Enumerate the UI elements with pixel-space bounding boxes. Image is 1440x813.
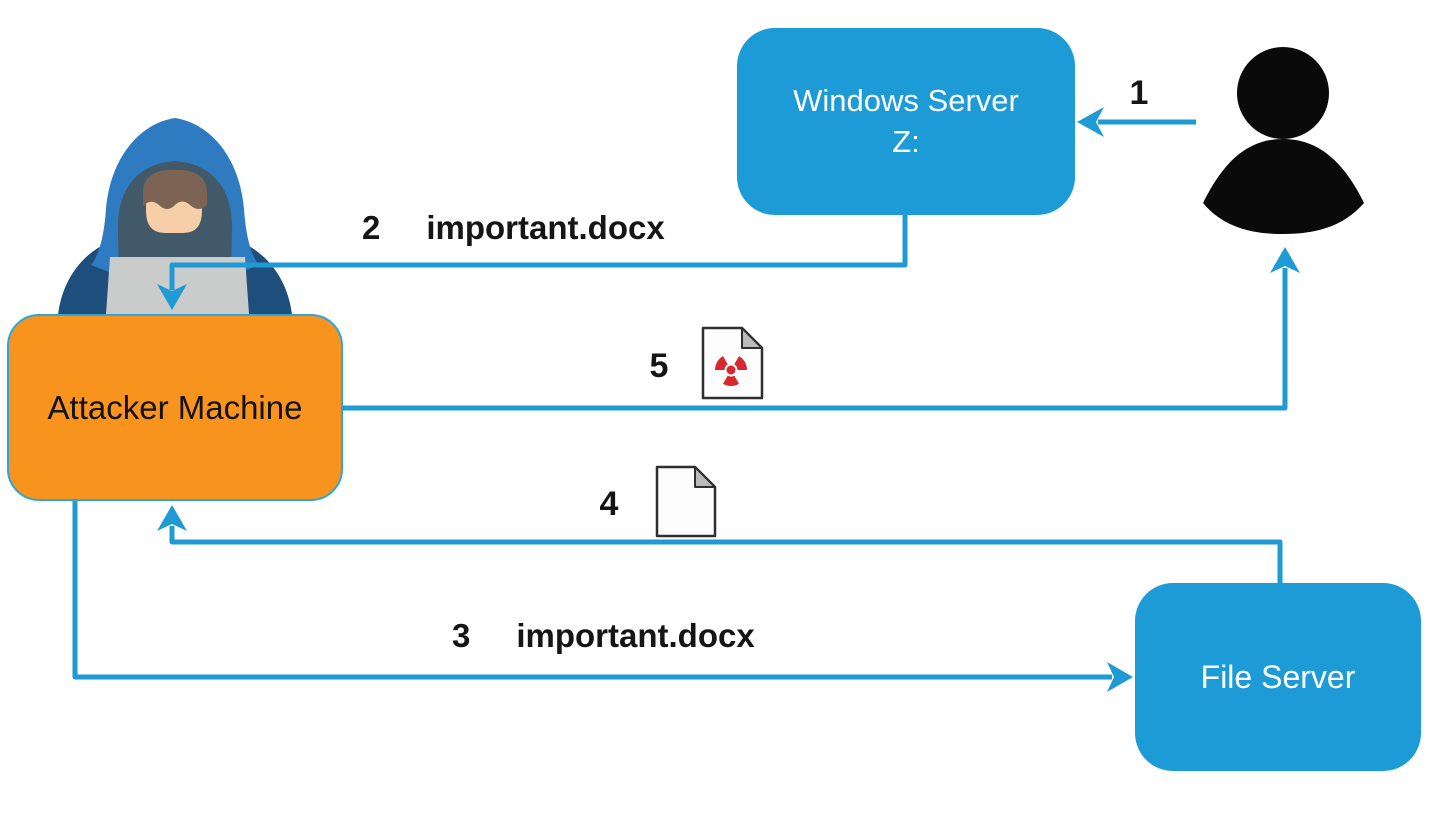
arrowhead-down: [157, 284, 187, 310]
step3-filename: important.docx: [516, 617, 755, 654]
attacker-hair: [143, 170, 207, 209]
step5-number: 5: [649, 347, 669, 385]
arrowhead-up: [157, 505, 187, 531]
folded-corner: [741, 327, 763, 349]
step3-label: 3 important.docx: [452, 619, 755, 652]
person-icon: [1203, 47, 1364, 234]
windows-server-label-line2: Z:: [892, 123, 920, 159]
connector-step1: [1077, 107, 1196, 137]
arrowhead-up: [1270, 247, 1300, 273]
step1-number: 1: [1129, 74, 1149, 112]
laptop-icon: [106, 257, 249, 314]
windows-server-node: Windows Server Z:: [737, 28, 1075, 215]
folded-corner: [694, 466, 716, 488]
person-body: [1203, 139, 1364, 234]
step2-filename: important.docx: [426, 209, 665, 246]
attacker-machine-label: Attacker Machine: [47, 388, 303, 426]
radiation-symbol: [715, 356, 747, 387]
connector-step2: [157, 215, 908, 310]
connector-step3: [72, 500, 1133, 692]
step2-label: 2 important.docx: [362, 211, 665, 244]
attacker-machine-node: Attacker Machine: [7, 314, 343, 501]
person-head: [1237, 47, 1329, 139]
step3-number: 3: [452, 617, 471, 654]
malicious-document-icon: [701, 326, 764, 400]
document-icon: [655, 465, 717, 538]
windows-server-label-line1: Windows Server: [793, 82, 1019, 118]
arrowhead-right: [1107, 662, 1133, 692]
hooded-attacker-icon: [58, 118, 292, 315]
file-server-label: File Server: [1200, 658, 1356, 695]
connector-step5: [342, 247, 1300, 411]
step2-number: 2: [362, 209, 381, 246]
windows-server-label: Windows Server Z:: [793, 81, 1019, 163]
arrowhead-left: [1077, 107, 1104, 137]
step4-number: 4: [599, 485, 619, 523]
connector-step4: [157, 505, 1283, 583]
file-server-node: File Server: [1135, 583, 1421, 771]
